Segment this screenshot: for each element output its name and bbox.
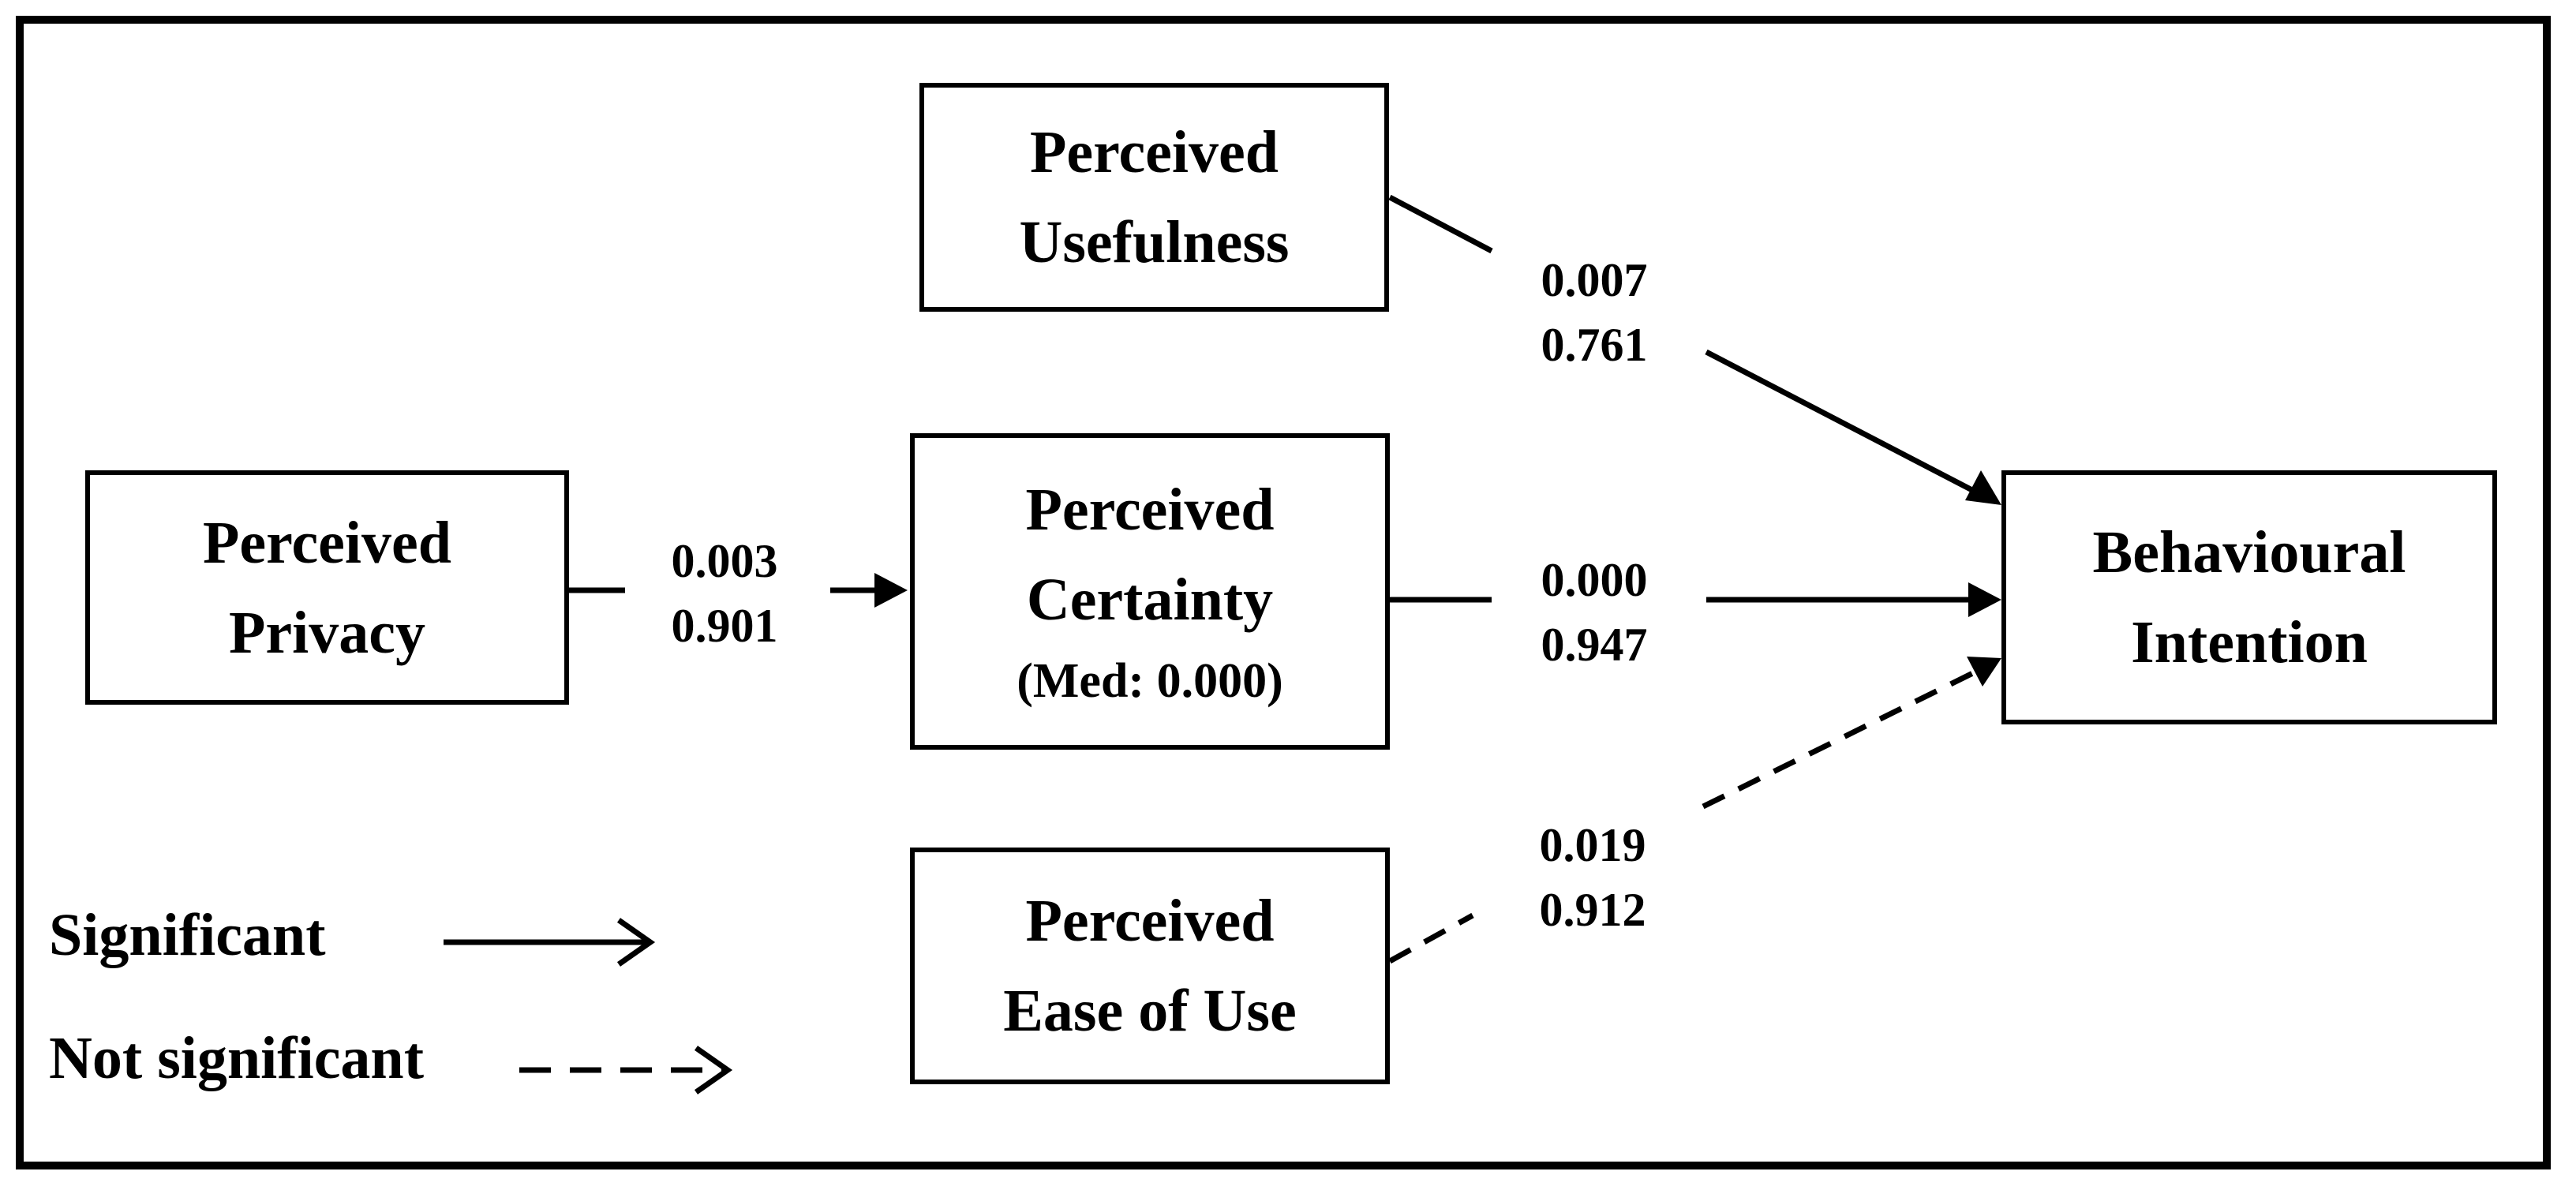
path-coefficient: 0.761 [1541,319,1648,371]
legend-significant-label: Significant [49,902,326,968]
path-p-value: 0.019 [1539,819,1646,871]
node-label-line2: Privacy [228,599,425,666]
edge-certainty-to-intention-arrowhead [1968,582,2001,617]
edge-ease-of-use-to-intention-tail [1388,912,1474,964]
edge-ease-of-use-to-intention-arrowhead [1967,657,2001,687]
node-behavioural-intention: Behavioural Intention [2001,470,2497,724]
edge-privacy-to-certainty-arrowhead [874,573,908,608]
node-label-line1: Perceived [1025,477,1275,543]
path-stats-certainty-to-intention: 0.000 0.947 [1515,548,1673,677]
path-coefficient: 0.947 [1541,619,1648,671]
path-p-value: 0.000 [1541,554,1648,606]
edge-usefulness-to-intention-head [1705,349,1990,502]
path-coefficient: 0.901 [671,600,778,652]
edge-ease-of-use-to-intention-head [1702,661,1992,810]
node-perceived-certainty: Perceived Certainty (Med: 0.000) [910,433,1390,750]
path-coefficient: 0.912 [1539,884,1646,936]
node-label-line2: Intention [2131,609,2368,675]
node-mediation-note: (Med: 0.000) [1017,654,1283,708]
path-stats-ease-of-use-to-intention: 0.019 0.912 [1514,813,1672,942]
path-stats-privacy-to-certainty: 0.003 0.901 [646,529,803,658]
path-p-value: 0.003 [671,535,778,587]
node-label-line2: Certainty [1026,567,1274,633]
edge-usefulness-to-intention-tail [1388,194,1493,254]
node-label-line1: Perceived [1029,119,1279,185]
edge-usefulness-to-intention-arrowhead [1965,470,2001,505]
node-label-line1: Behavioural [2092,519,2406,586]
node-perceived-privacy: Perceived Privacy [85,470,569,705]
legend-not-significant-label: Not significant [49,1025,424,1091]
path-stats-usefulness-to-intention: 0.007 0.761 [1515,248,1673,377]
node-label-line1: Perceived [202,509,452,576]
node-perceived-usefulness: Perceived Usefulness [919,83,1389,312]
legend-significant-arrowhead [616,918,656,967]
node-label-line1: Perceived [1025,888,1275,954]
path-p-value: 0.007 [1541,254,1648,306]
node-label-line2: Ease of Use [1003,978,1297,1044]
legend-not-significant-arrowhead [694,1046,733,1095]
node-perceived-ease-of-use: Perceived Ease of Use [910,848,1390,1084]
node-label-line2: Usefulness [1019,209,1290,275]
